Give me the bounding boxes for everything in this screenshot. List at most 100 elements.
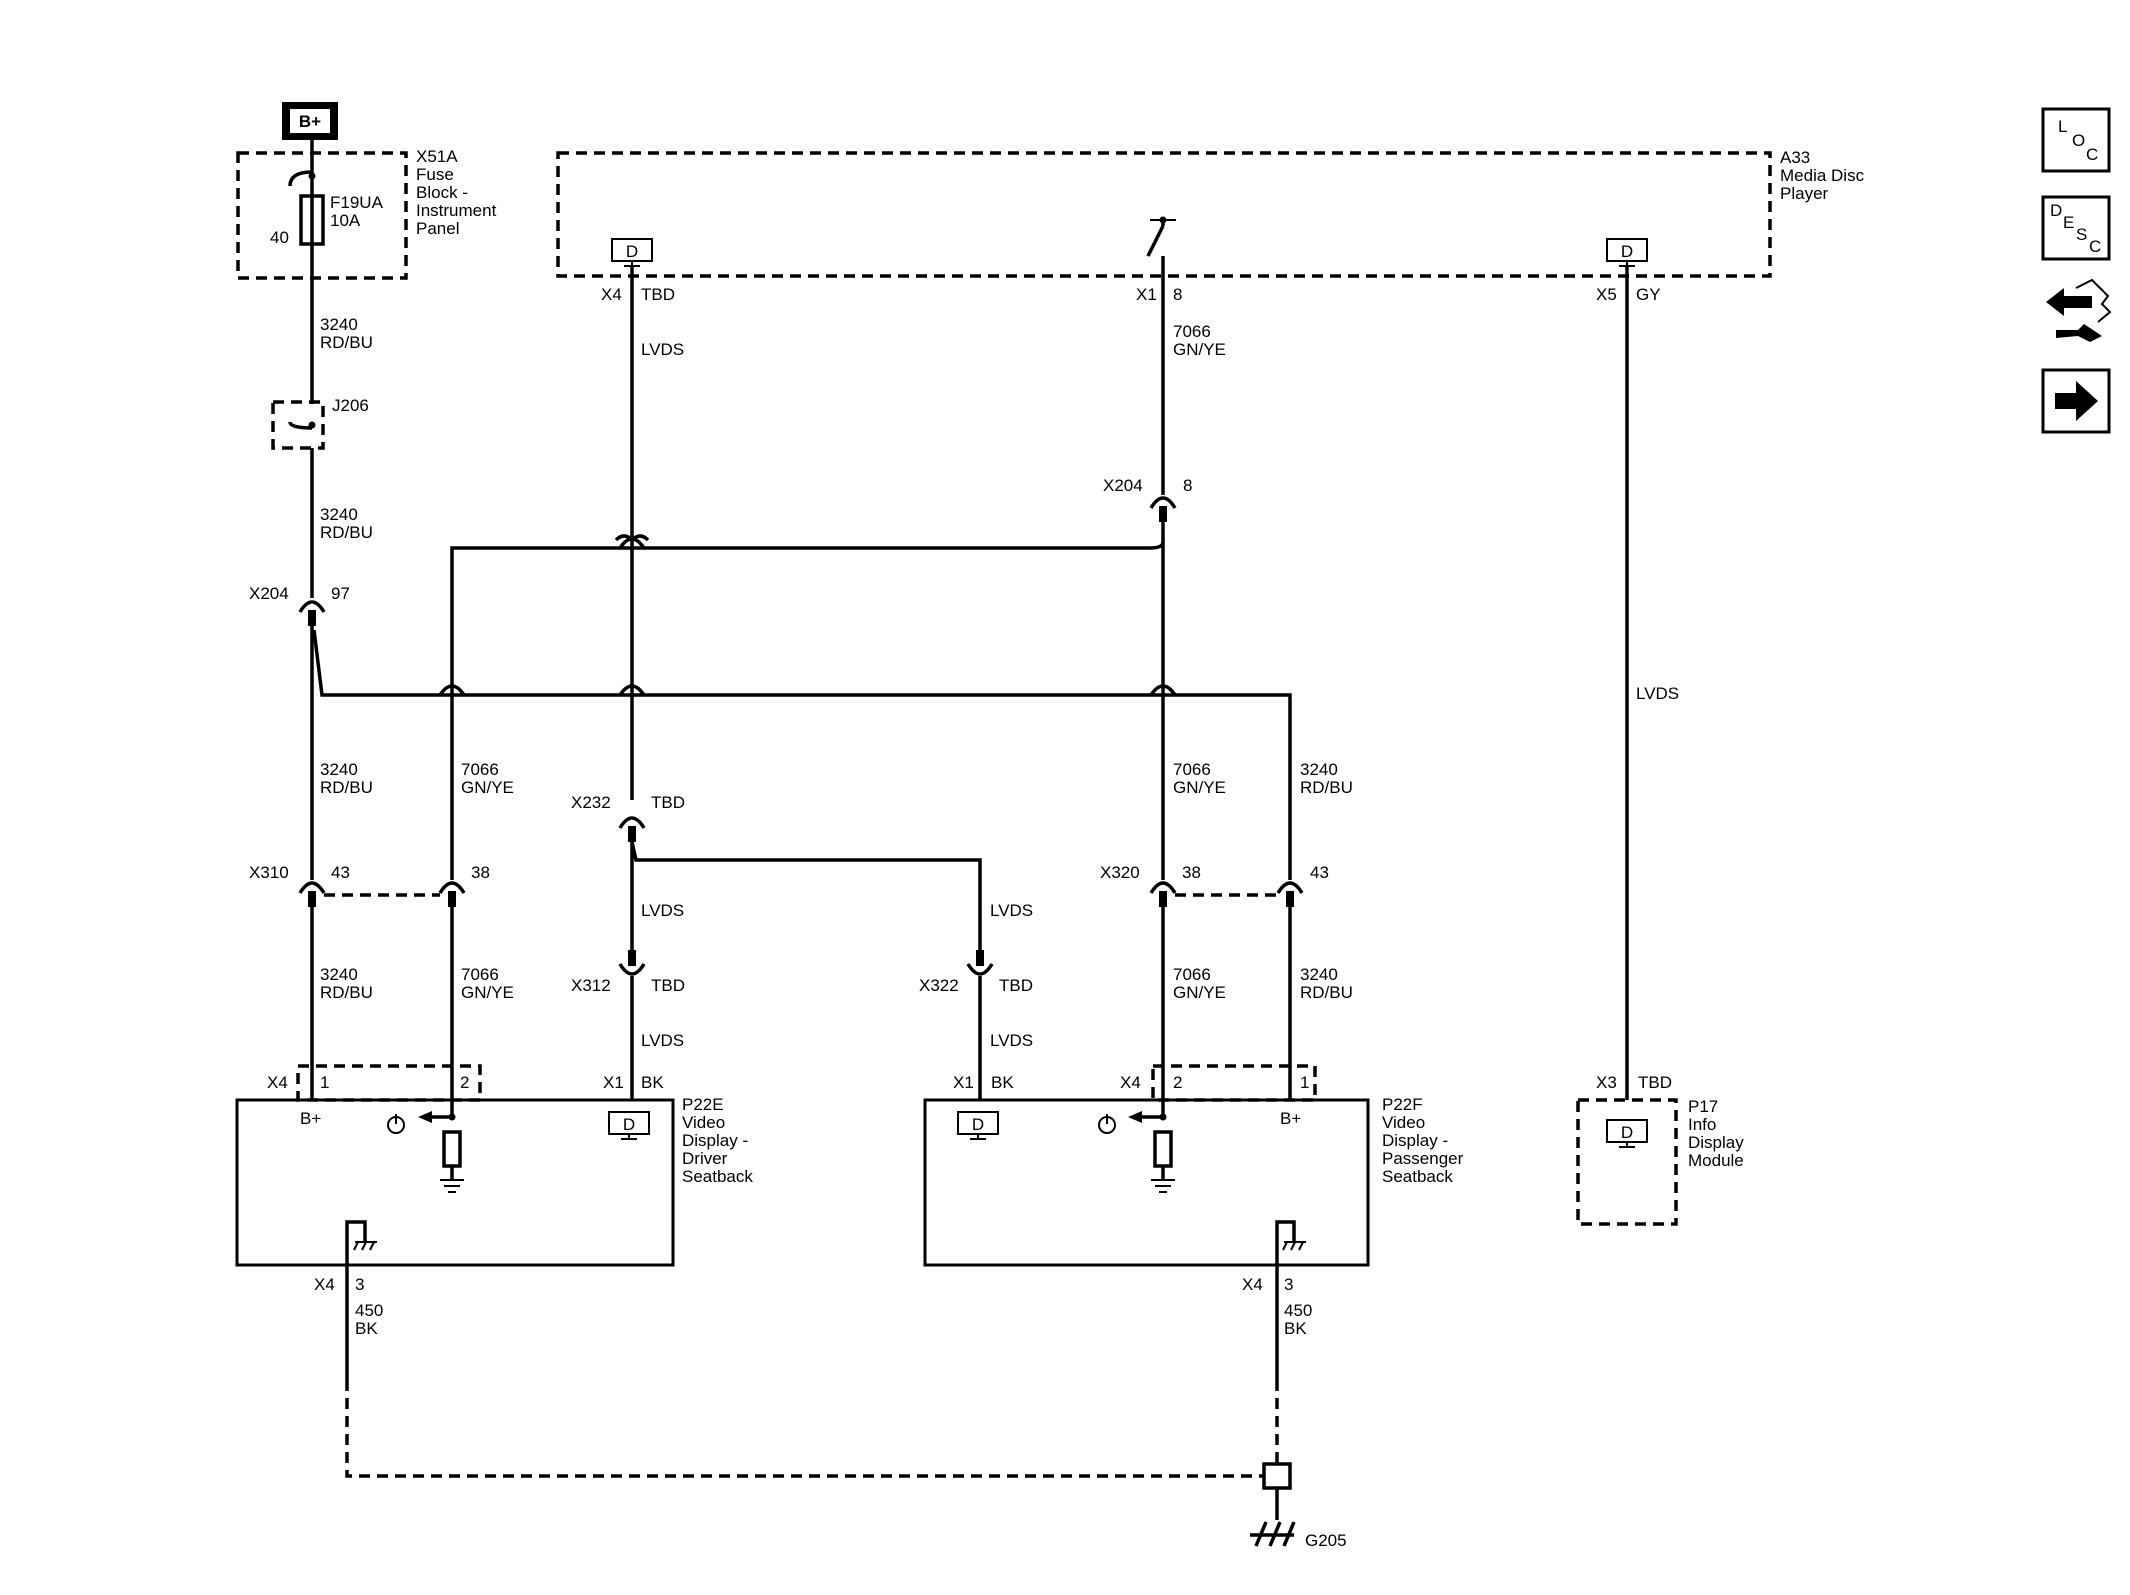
svg-text:Display: Display bbox=[1688, 1133, 1744, 1152]
a33-x1-labels: X1 8 bbox=[1136, 285, 1182, 304]
svg-text:RD/BU: RD/BU bbox=[1300, 778, 1353, 797]
fuse-block-outline bbox=[236, 151, 408, 280]
svg-text:X310: X310 bbox=[249, 863, 289, 882]
p17-outline bbox=[1576, 1098, 1678, 1226]
svg-text:Module: Module bbox=[1688, 1151, 1744, 1170]
svg-text:RD/BU: RD/BU bbox=[320, 523, 373, 542]
svg-text:X320: X320 bbox=[1100, 863, 1140, 882]
battery-terminal: B+ bbox=[282, 102, 338, 140]
svg-text:3240: 3240 bbox=[320, 965, 358, 984]
svg-text:X5: X5 bbox=[1596, 285, 1617, 304]
svg-text:3: 3 bbox=[355, 1275, 364, 1294]
a33-display-port-icon: D bbox=[611, 238, 653, 267]
svg-text:D: D bbox=[1621, 242, 1633, 261]
svg-text:X204: X204 bbox=[1103, 476, 1143, 495]
svg-text:X3: X3 bbox=[1596, 1073, 1617, 1092]
svg-text:TBD: TBD bbox=[1638, 1073, 1672, 1092]
svg-text:7066: 7066 bbox=[1173, 965, 1211, 984]
svg-text:X312: X312 bbox=[571, 976, 611, 995]
svg-text:GN/YE: GN/YE bbox=[461, 983, 514, 1002]
p22e-chassis-ground-icon bbox=[345, 1220, 377, 1265]
wire-label-lvds-x312: LVDS bbox=[641, 1031, 684, 1050]
loc-button[interactable]: L O C bbox=[2041, 107, 2111, 173]
svg-text:2: 2 bbox=[1173, 1073, 1182, 1092]
svg-text:Player: Player bbox=[1780, 184, 1829, 203]
p22e-labels: X4 1 2 X1 BK B+ P22E Video Display - Dri… bbox=[267, 1073, 753, 1338]
svg-text:X4: X4 bbox=[314, 1275, 335, 1294]
wire-label-7066-top: 7066 GN/YE bbox=[1173, 322, 1226, 359]
svg-text:3240: 3240 bbox=[1300, 760, 1338, 779]
svg-text:450: 450 bbox=[355, 1301, 383, 1320]
svg-text:1: 1 bbox=[320, 1073, 329, 1092]
svg-text:Video: Video bbox=[682, 1113, 725, 1132]
a33-switch-icon bbox=[1146, 216, 1176, 276]
svg-text:38: 38 bbox=[1182, 863, 1201, 882]
wire-label-lvds-p17: LVDS bbox=[1636, 684, 1679, 703]
svg-text:S: S bbox=[2076, 225, 2087, 244]
svg-text:3240: 3240 bbox=[320, 315, 358, 334]
svg-text:GN/YE: GN/YE bbox=[1173, 983, 1226, 1002]
svg-text:Driver: Driver bbox=[682, 1149, 728, 1168]
wire-label-3240-top: 3240 RD/BU bbox=[320, 315, 373, 352]
arrow-right-button[interactable] bbox=[2041, 368, 2111, 434]
connector-x204-pin8: X204 8 bbox=[1103, 476, 1192, 522]
svg-text:X1: X1 bbox=[1136, 285, 1157, 304]
svg-text:BK: BK bbox=[355, 1319, 378, 1338]
svg-text:97: 97 bbox=[331, 584, 350, 603]
svg-text:X4: X4 bbox=[601, 285, 622, 304]
svg-text:X1: X1 bbox=[953, 1073, 974, 1092]
svg-text:TBD: TBD bbox=[651, 976, 685, 995]
svg-text:RD/BU: RD/BU bbox=[320, 333, 373, 352]
p17-labels: X3 TBD P17 Info Display Module bbox=[1596, 1073, 1744, 1170]
svg-text:43: 43 bbox=[331, 863, 350, 882]
svg-text:3240: 3240 bbox=[1300, 965, 1338, 984]
desc-button[interactable]: D E S C bbox=[2041, 195, 2111, 261]
svg-text:D: D bbox=[972, 1115, 984, 1134]
fuse-block-labels: X51A Fuse Block - Instrument Panel F19UA… bbox=[270, 147, 497, 247]
svg-text:B+: B+ bbox=[300, 1109, 321, 1128]
svg-text:TBD: TBD bbox=[999, 976, 1033, 995]
svg-text:Video: Video bbox=[1382, 1113, 1425, 1132]
svg-text:L: L bbox=[2058, 117, 2067, 136]
svg-text:X1: X1 bbox=[603, 1073, 624, 1092]
svg-text:TBD: TBD bbox=[641, 285, 675, 304]
svg-text:RD/BU: RD/BU bbox=[320, 983, 373, 1002]
svg-text:C: C bbox=[2086, 145, 2098, 164]
svg-text:B+: B+ bbox=[299, 112, 321, 131]
svg-text:F19UA: F19UA bbox=[330, 193, 384, 212]
p22f-labels: X1 BK X4 2 1 B+ P22F Video Display - Pas… bbox=[953, 1073, 1464, 1338]
svg-text:E: E bbox=[2063, 213, 2074, 232]
wire-labels-row3: 3240 RD/BU 7066 GN/YE 7066 GN/YE 3240 RD… bbox=[320, 965, 1353, 1002]
svg-text:TBD: TBD bbox=[651, 793, 685, 812]
svg-text:Seatback: Seatback bbox=[1382, 1167, 1453, 1186]
svg-text:GN/YE: GN/YE bbox=[1173, 778, 1226, 797]
svg-text:Seatback: Seatback bbox=[682, 1167, 753, 1186]
svg-text:D: D bbox=[2050, 201, 2062, 220]
svg-text:7066: 7066 bbox=[461, 760, 499, 779]
svg-text:GN/YE: GN/YE bbox=[1173, 340, 1226, 359]
svg-text:3: 3 bbox=[1284, 1275, 1293, 1294]
svg-text:BK: BK bbox=[1284, 1319, 1307, 1338]
svg-text:G205: G205 bbox=[1305, 1531, 1347, 1550]
svg-text:X4: X4 bbox=[1120, 1073, 1141, 1092]
svg-text:2: 2 bbox=[460, 1073, 469, 1092]
svg-text:RD/BU: RD/BU bbox=[1300, 983, 1353, 1002]
p22f-chassis-ground-icon bbox=[1275, 1220, 1306, 1265]
svg-text:P22E: P22E bbox=[682, 1095, 724, 1114]
wire-label-lvds-a33: LVDS bbox=[641, 340, 684, 359]
svg-text:Info: Info bbox=[1688, 1115, 1716, 1134]
svg-text:Display -: Display - bbox=[682, 1131, 748, 1150]
svg-text:40: 40 bbox=[270, 228, 289, 247]
wire-label-lvds-x322-top: LVDS bbox=[990, 901, 1033, 920]
svg-text:BK: BK bbox=[991, 1073, 1014, 1092]
connector-x232: X232 TBD bbox=[571, 793, 685, 842]
svg-text:B+: B+ bbox=[1280, 1109, 1301, 1128]
connector-x322: X322 TBD bbox=[919, 950, 1033, 995]
svg-text:Instrument: Instrument bbox=[416, 201, 497, 220]
svg-text:10A: 10A bbox=[330, 211, 361, 230]
swap-wrench-icon[interactable] bbox=[2046, 278, 2112, 342]
svg-text:X322: X322 bbox=[919, 976, 959, 995]
p22e-power-input-icon bbox=[387, 1111, 464, 1193]
svg-text:7066: 7066 bbox=[461, 965, 499, 984]
